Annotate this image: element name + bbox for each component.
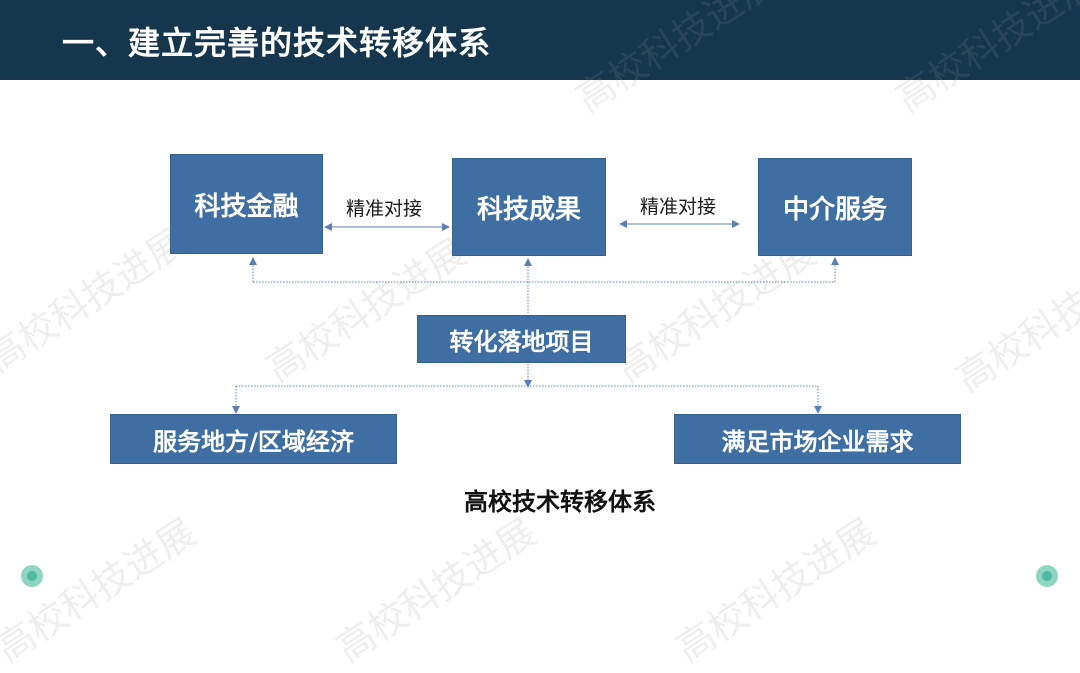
title-bar: 一、建立完善的技术转移体系 bbox=[0, 0, 1080, 80]
connector-lines bbox=[232, 220, 839, 414]
corner-circle-icon bbox=[1036, 565, 1058, 587]
link-label-right: 精准对接 bbox=[640, 196, 717, 218]
node-market-demand: 满足市场企业需求 bbox=[674, 414, 961, 464]
node-results: 科技成果 bbox=[452, 158, 606, 256]
slide-title: 一、建立完善的技术转移体系 bbox=[62, 24, 492, 62]
node-local-economy: 服务地方/区域经济 bbox=[110, 414, 397, 464]
diagram-caption: 高校技术转移体系 bbox=[464, 488, 656, 516]
link-label-left: 精准对接 bbox=[346, 198, 423, 220]
node-transform: 转化落地项目 bbox=[417, 315, 626, 363]
corner-circle-icon bbox=[21, 565, 43, 587]
node-intermediary: 中介服务 bbox=[758, 158, 912, 256]
node-finance: 科技金融 bbox=[170, 154, 323, 254]
